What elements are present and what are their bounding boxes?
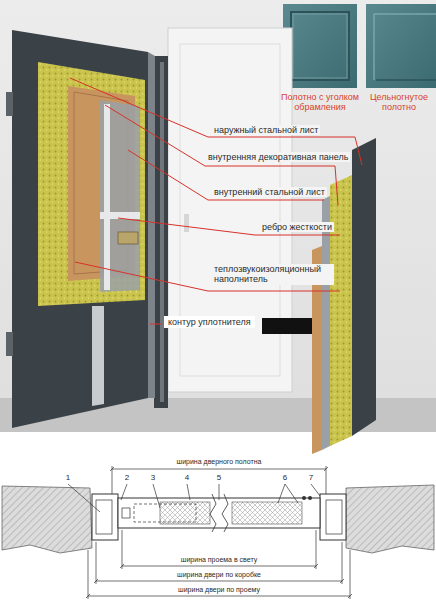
extension-line [326,466,327,494]
callout-number: 4 [185,473,189,482]
seal-dot [302,496,306,500]
section-piece [262,138,376,454]
leader-line [75,262,340,291]
leaf-section [118,498,320,528]
leader-line [150,324,162,325]
leaf-outer-sheet [12,30,148,428]
callout-number: 3 [151,473,155,482]
part-label: контур уплотнителя [164,316,255,328]
frame-profile-inner [96,500,112,534]
cross-section [2,485,434,553]
stiffener-rib [104,104,110,290]
callout-number: 5 [217,473,221,482]
swatch-frame-line [291,12,349,80]
dimension-line [96,581,342,582]
leader-line [118,218,340,235]
leader-line [70,78,362,165]
door-leaf [6,30,155,428]
frame-profile [92,494,118,540]
swatch-bevel [376,79,436,81]
extension-line [122,530,123,569]
frame-jamb [154,56,168,408]
seal-strip [262,318,312,334]
caption-label: Цельногнутое полотно [364,92,434,113]
caption-label: Полотно с уголком обрамления [277,92,363,113]
extension-line [316,530,317,569]
hinge [6,332,13,356]
dimension-line [112,469,326,470]
swatch-highlight [293,14,347,78]
ghost-door [168,28,292,392]
extension-line [350,550,351,599]
leader-lines [70,78,362,324]
dimension-label: ширина двери по коробке [175,571,263,579]
frame-profile-inner [326,500,342,534]
part-label: внутренний стальной лист [212,187,327,197]
swatch-bent [366,4,436,88]
extension-line [112,466,113,494]
seal-dot [308,496,312,500]
ghost-handle [184,214,189,232]
part-label: теплозвукоизоляционный наполнитель [212,264,334,285]
ghost-leaf [168,28,292,392]
finish-swatches [283,4,436,88]
piece-outer-steel [352,138,376,436]
dimension-line [88,596,350,597]
frame-rebate [160,62,164,402]
wall-section [346,485,434,553]
door-frame [154,56,168,408]
part-label: наружный стальной лист [212,125,320,135]
extension-line [96,542,97,584]
part-label: внутренняя декоративная панель [206,152,350,162]
callout-number: 7 [309,473,313,482]
piece-insulation [330,175,352,446]
hinge [6,92,13,116]
swatch-framed [283,4,357,88]
dimension-label: ширина двери по проему [176,586,262,594]
piece-inner-steel [322,196,330,450]
lock-body [118,232,138,244]
inner-steel-sheet [100,100,140,292]
callout-leader [68,484,320,512]
callout-number: 2 [125,473,129,482]
callout-number: 6 [283,473,287,482]
extension-line [88,550,89,599]
insulation-section [232,502,302,524]
extension-line [342,542,343,584]
dimension-lines [68,466,352,599]
bolt-outline [122,508,130,518]
leaf-edge [148,52,155,398]
dimension-label: ширина проема в свету [179,556,259,564]
leaf-gap-strip [92,306,104,406]
swatch-bevel [374,14,436,80]
insulation-section [160,502,210,524]
frame-profile [320,494,346,540]
dimension-line [122,566,316,567]
dimension-label: ширина дверного полотна [177,458,262,466]
callout-number: 1 [66,473,70,482]
lock-outline [134,504,196,522]
part-label: ребро жесткости [260,222,334,232]
insulation-layer [38,62,145,306]
wall-section [2,486,92,553]
